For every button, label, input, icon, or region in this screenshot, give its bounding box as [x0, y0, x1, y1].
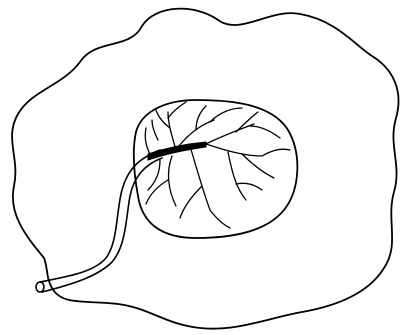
tube-stalk-edge — [42, 158, 162, 292]
tube-end — [36, 282, 44, 292]
branching-veins — [145, 102, 290, 228]
outer-blob-outline — [12, 9, 398, 329]
main-vein — [148, 142, 206, 160]
tube-stalk — [40, 150, 160, 282]
